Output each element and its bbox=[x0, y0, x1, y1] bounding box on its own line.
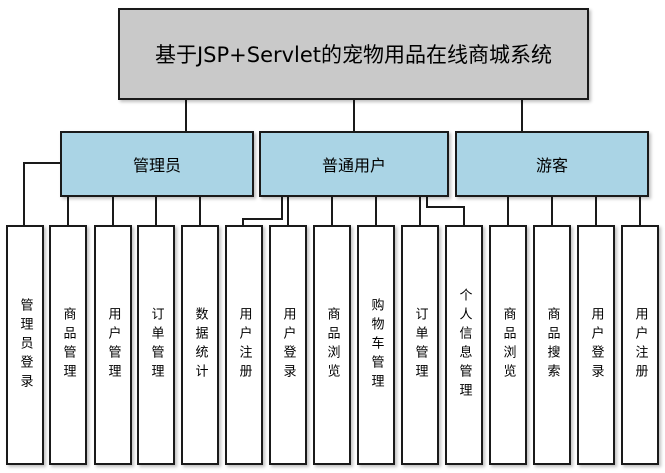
function-box-order-management-user: 订单管理 bbox=[401, 225, 439, 465]
connector-guest-browse bbox=[507, 196, 509, 225]
role-box-regular-user: 普通用户 bbox=[259, 131, 449, 197]
role-label-guest: 游客 bbox=[535, 156, 568, 175]
diagram-title-box: 基于JSP+Servlet的宠物用品在线商城系统 bbox=[118, 8, 589, 100]
role-box-guest: 游客 bbox=[455, 131, 649, 197]
connector-title-admin bbox=[185, 100, 187, 131]
connector-title-user bbox=[353, 100, 355, 131]
function-label: 个人信息管理 bbox=[456, 288, 472, 402]
connector-user-register bbox=[242, 218, 283, 220]
function-label: 用户管理 bbox=[105, 307, 121, 383]
connector-user-profile bbox=[463, 206, 465, 225]
connector-user-cart bbox=[375, 196, 377, 225]
connector-admin-stats bbox=[199, 196, 201, 225]
function-label: 商品浏览 bbox=[324, 307, 340, 383]
function-label: 用户注册 bbox=[632, 307, 648, 383]
function-box-order-management-admin: 订单管理 bbox=[137, 225, 175, 465]
connector-guest-search bbox=[551, 196, 553, 225]
connector-admin-goods bbox=[67, 196, 69, 225]
function-box-user-management: 用户管理 bbox=[94, 225, 132, 465]
connector-guest-register bbox=[639, 196, 641, 225]
function-label: 用户登录 bbox=[588, 307, 604, 383]
function-label: 商品浏览 bbox=[500, 307, 516, 383]
connector-user-browse bbox=[331, 196, 333, 225]
connector-user-profile bbox=[426, 206, 465, 208]
function-box-user-login: 用户登录 bbox=[269, 225, 307, 465]
role-label-regular-user: 普通用户 bbox=[321, 156, 386, 175]
connector-title-guest bbox=[521, 100, 523, 131]
connector-user-register bbox=[281, 196, 283, 220]
function-label: 管理员登录 bbox=[17, 297, 33, 393]
connector-user-login bbox=[287, 196, 289, 225]
connector-user-register bbox=[242, 218, 244, 225]
role-label-admin: 管理员 bbox=[132, 156, 181, 175]
function-label: 购物车管理 bbox=[368, 297, 384, 393]
function-box-goods-browse-user: 商品浏览 bbox=[313, 225, 351, 465]
function-label: 用户登录 bbox=[280, 307, 296, 383]
function-box-goods-browse-guest: 商品浏览 bbox=[489, 225, 527, 465]
connector-guest-login bbox=[595, 196, 597, 225]
connector-admin-orders bbox=[155, 196, 157, 225]
function-label: 商品管理 bbox=[60, 307, 76, 383]
function-box-profile-management: 个人信息管理 bbox=[445, 225, 483, 465]
function-box-goods-management: 商品管理 bbox=[49, 225, 87, 465]
connector-user-orders bbox=[419, 196, 421, 225]
function-label: 商品搜索 bbox=[544, 307, 560, 383]
function-box-goods-search: 商品搜索 bbox=[533, 225, 571, 465]
connector-admin-users bbox=[112, 196, 114, 225]
role-box-admin: 管理员 bbox=[60, 131, 254, 197]
function-box-admin-login: 管理员登录 bbox=[6, 225, 44, 465]
function-label: 订单管理 bbox=[412, 307, 428, 383]
function-label: 数据统计 bbox=[192, 307, 208, 383]
connector-admin-login bbox=[23, 162, 61, 164]
function-box-user-register: 用户注册 bbox=[225, 225, 263, 465]
function-box-cart-management: 购物车管理 bbox=[357, 225, 395, 465]
diagram-title: 基于JSP+Servlet的宠物用品在线商城系统 bbox=[154, 43, 553, 67]
connector-user-profile bbox=[426, 196, 428, 208]
function-label: 用户注册 bbox=[236, 307, 252, 383]
function-box-guest-login: 用户登录 bbox=[577, 225, 615, 465]
function-box-data-statistics: 数据统计 bbox=[181, 225, 219, 465]
connector-admin-login bbox=[23, 162, 25, 225]
function-label: 订单管理 bbox=[148, 307, 164, 383]
function-box-guest-register: 用户注册 bbox=[621, 225, 659, 465]
